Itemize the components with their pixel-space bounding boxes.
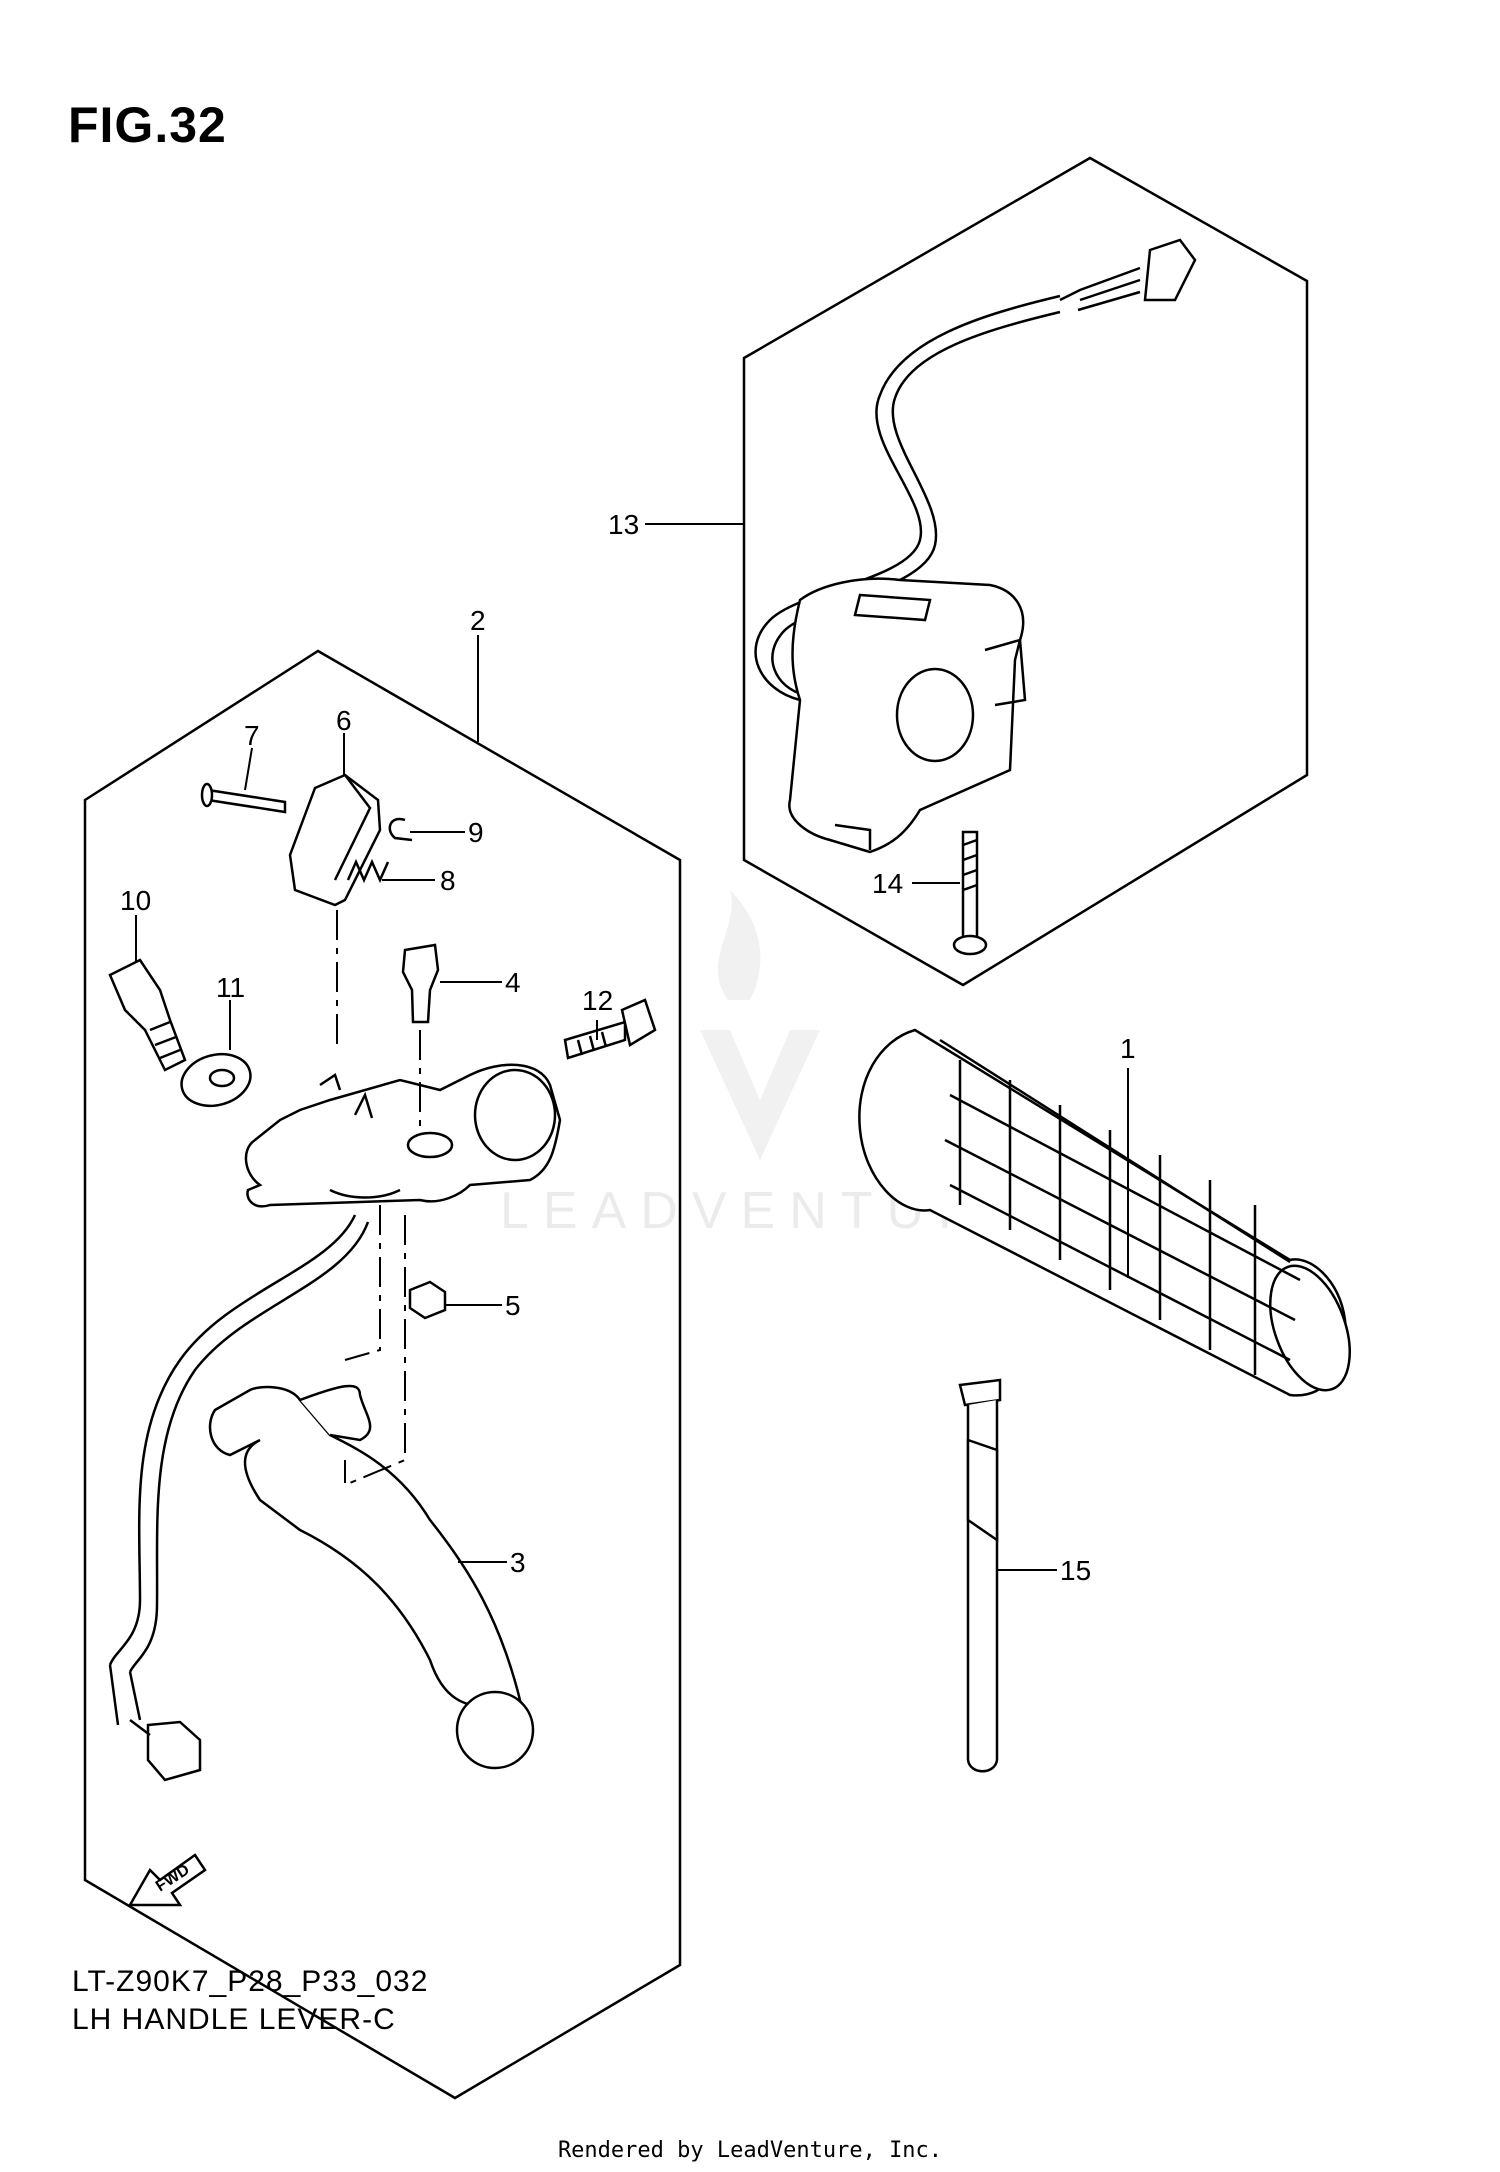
part-3-clutch-lever <box>208 1384 535 1770</box>
callout-12: 12 <box>582 985 613 1016</box>
lever-assembly-box <box>83 649 682 2100</box>
part-name: LH HANDLE LEVER-C <box>72 2003 396 2036</box>
callout-15: 15 <box>1060 1555 1091 1586</box>
part-12-bolt <box>563 998 657 1060</box>
footer-credit: Rendered by LeadVenture, Inc. <box>557 2138 943 2163</box>
figure-title: FIG.32 <box>68 97 227 153</box>
model-code: LT-Z90K7_P28_P33_032 <box>72 1965 429 1998</box>
part-2-lever-holder <box>244 1063 562 1208</box>
lever-switch-wire <box>108 1214 370 1782</box>
callout-9: 9 <box>468 817 484 848</box>
callout-13: 13 <box>608 509 639 540</box>
callout-11: 11 <box>216 972 245 1003</box>
callout-6: 6 <box>336 705 352 736</box>
part-7-pin <box>200 782 287 814</box>
callout-4: 4 <box>505 967 521 998</box>
part-6-lever-switch <box>288 773 382 907</box>
callout-1: 1 <box>1120 1033 1136 1064</box>
switch-assembly-box <box>742 156 1309 987</box>
callout-2: 2 <box>470 605 486 636</box>
callout-3: 3 <box>510 1547 526 1578</box>
part-10-cable-adjuster <box>108 958 187 1072</box>
part-4-bolt <box>401 943 440 1024</box>
callout-5: 5 <box>505 1290 521 1321</box>
part-1-handle-grip <box>858 1028 1351 1397</box>
callout-10: 10 <box>120 885 151 916</box>
callout-7: 7 <box>244 720 260 751</box>
part-11-lock-nut <box>180 1052 252 1108</box>
part-13-handlebar-switch <box>754 238 1197 854</box>
part-5-nut <box>408 1280 447 1320</box>
part-15-cable-tie <box>958 1378 1002 1773</box>
forward-direction-arrow: FWD <box>127 1853 207 1907</box>
assembly-guide-lines <box>336 910 421 1487</box>
part-14-screw <box>952 830 988 956</box>
watermark-logo: LEADVENTURE <box>500 890 1024 1240</box>
callouts: 1 2 3 4 5 6 7 8 9 10 11 12 13 14 15 <box>120 509 1136 1586</box>
part-8-spring <box>346 858 390 884</box>
callout-14: 14 <box>872 868 903 899</box>
callout-8: 8 <box>440 865 456 896</box>
part-9-e-clip <box>388 817 413 842</box>
